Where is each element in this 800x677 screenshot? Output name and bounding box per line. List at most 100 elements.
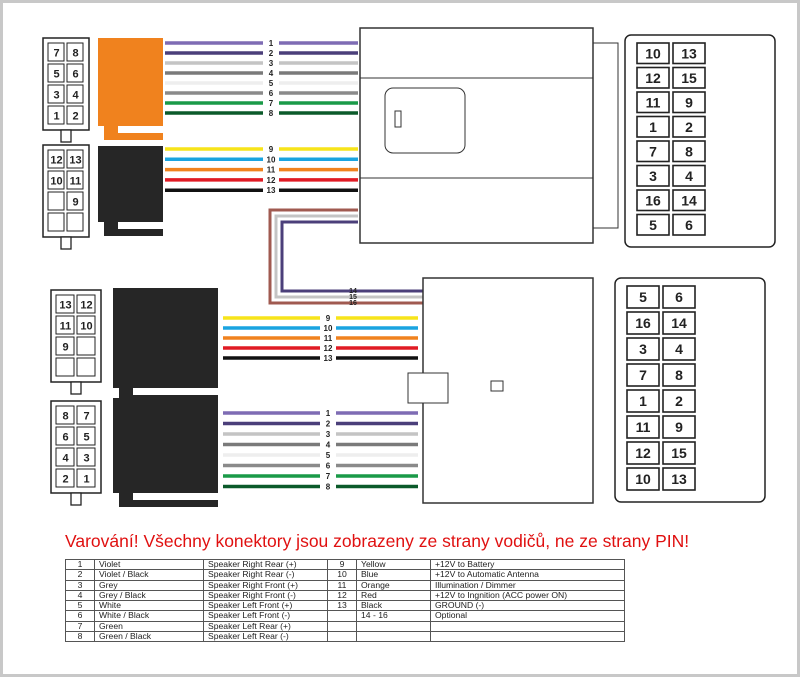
table-cell: 13 [327, 600, 357, 612]
pin-cell [66, 212, 84, 232]
pin-label: 5 [649, 217, 657, 233]
wire-number-label: 4 [326, 441, 331, 450]
wire-number-label: 13 [324, 354, 333, 363]
pin-cell [626, 441, 660, 465]
pin-label: 1 [83, 474, 89, 486]
pin-label: 12 [50, 155, 62, 167]
pin-cell [662, 311, 696, 335]
table-cell [430, 631, 625, 643]
car-power-connector-pinout-latch [70, 381, 82, 395]
pin-cell [672, 164, 706, 187]
pin-cell [66, 149, 84, 169]
wire-number-label: 6 [326, 462, 331, 471]
wire-number-label: 12 [267, 176, 276, 185]
pin-label: 5 [639, 289, 647, 305]
wire-number-label: 3 [326, 430, 331, 439]
table-cell: 1 [65, 558, 95, 571]
wire-number-label: 10 [267, 155, 276, 164]
wire-number-label: 4 [269, 69, 274, 78]
table-cell: 10 [327, 569, 357, 581]
pin-label: 9 [675, 419, 683, 435]
table-cell: 9 [327, 558, 357, 571]
table-cell: White / Black [94, 610, 204, 622]
pin-cell [662, 285, 696, 309]
table-cell: 5 [65, 600, 95, 612]
pin-label: 10 [80, 321, 92, 333]
pin-cell [55, 405, 75, 425]
pin-label: 12 [635, 445, 651, 461]
pin-cell [672, 91, 706, 114]
pin-cell [66, 42, 84, 62]
pin-cell [76, 447, 96, 467]
pin-cell [672, 42, 706, 65]
pin-label: 8 [685, 143, 693, 159]
pin-cell [76, 468, 96, 488]
car-power-plug [113, 288, 218, 388]
warning-text: Varování! Všechny konektory jsou zobraze… [65, 531, 690, 551]
wire-number-label: 9 [326, 314, 331, 323]
table-cell: Yellow [356, 558, 431, 571]
pin-cell [672, 140, 706, 163]
pin-label: 8 [72, 48, 78, 60]
pin-cell [672, 66, 706, 89]
pin-label: 4 [675, 341, 683, 357]
pin-cell [76, 336, 96, 356]
optional-wire-loop [268, 208, 423, 305]
pin-label: 2 [685, 119, 693, 135]
table-cell: 4 [65, 589, 95, 602]
pin-label: 4 [62, 453, 69, 465]
pin-label: 3 [53, 90, 59, 102]
pin-cell [636, 91, 670, 114]
pin-label: 6 [72, 69, 78, 81]
pin-cell [76, 405, 96, 425]
connector-edge [593, 42, 619, 229]
wire-number-label: 5 [326, 451, 331, 460]
pin-cell [636, 213, 670, 236]
table-cell: Speaker Left Rear (+) [203, 620, 328, 633]
pin-label: 7 [53, 48, 59, 60]
table-cell: 12 [327, 589, 357, 602]
pin-label: 6 [62, 432, 68, 444]
pin-label: 11 [646, 94, 661, 110]
table-cell [327, 631, 357, 643]
table-cell: Speaker Left Front (+) [203, 600, 328, 612]
pin-label: 10 [635, 471, 651, 487]
pin-cell [47, 212, 65, 232]
pin-label: 14 [671, 315, 687, 331]
table-cell: Speaker Right Rear (-) [203, 569, 328, 581]
table-cell: 7 [65, 620, 95, 633]
table-cell [356, 631, 431, 643]
pin-cell [636, 164, 670, 187]
table-cell: Blue [356, 569, 431, 581]
iso-power-plug [98, 146, 163, 222]
wire-number-label: 15 [349, 294, 357, 301]
connector-latch [407, 372, 449, 404]
table-cell: 11 [327, 579, 357, 591]
pin-label: 7 [649, 143, 657, 159]
wire-number-label: 1 [269, 39, 274, 48]
pin-label: 16 [635, 315, 651, 331]
pin-cell [672, 189, 706, 212]
iso-power-plug-tab [104, 222, 163, 236]
pin-label: 9 [72, 197, 78, 209]
optional-wire-loop [274, 214, 423, 299]
pin-cell [47, 42, 65, 62]
pin-label: 11 [70, 176, 82, 188]
table-cell: +12V to Automatic Antenna [430, 569, 625, 581]
pin-cell [636, 140, 670, 163]
pin-cell [626, 389, 660, 413]
pin-cell [626, 285, 660, 309]
table-cell: +12V to Ingnition (ACC power ON) [430, 589, 625, 602]
pin-cell [55, 357, 75, 377]
wire-number-label: 11 [324, 334, 333, 343]
pin-label: 7 [639, 367, 647, 383]
table-cell: Grey / Black [94, 589, 204, 602]
pin-cell [55, 294, 75, 314]
table-cell: Black [356, 600, 431, 612]
table-cell: Speaker Left Front (-) [203, 610, 328, 622]
